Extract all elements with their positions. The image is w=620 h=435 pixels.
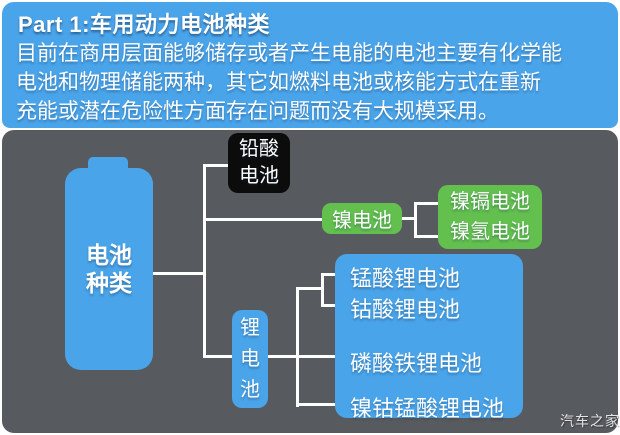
connector-nickel-out xyxy=(402,217,416,220)
connector-nickel-bracket xyxy=(414,202,417,238)
intro-paragraph-line: 电池和物理储能两种，其它如燃料电池或核能方式在重新 xyxy=(16,71,541,94)
node-lead-acid-label: 铅酸 xyxy=(239,138,279,160)
connector-to-nickel xyxy=(203,218,324,221)
node-ncm-label: 镍钴锰酸锂电池 xyxy=(350,396,505,421)
node-lco-label: 钴酸锂电池 xyxy=(350,297,461,322)
connector-to-nimh xyxy=(414,235,440,238)
connector-to-lmo xyxy=(321,273,337,276)
node-lithium-label-char: 电 xyxy=(240,347,260,370)
node-lithium: 锂 电 池 xyxy=(232,310,268,408)
connector-trunk-main xyxy=(203,164,206,358)
node-lead-acid: 铅酸 电池 xyxy=(228,133,290,193)
node-battery-types: 电池 种类 xyxy=(65,168,153,370)
connector-root-stem xyxy=(153,272,205,275)
node-lithium-label-char: 锂 xyxy=(240,316,260,339)
node-lead-acid-label: 电池 xyxy=(239,165,279,187)
node-lmo-label: 锰酸锂电池 xyxy=(350,266,461,291)
connector-trunk-lithium xyxy=(296,287,299,407)
connector-lithium-branch-bottom xyxy=(296,403,337,406)
connector-lithium-branch-top xyxy=(296,287,323,290)
node-lithium-children: 锰酸锂电池 钴酸锂电池 磷酸铁锂电池 镍钴锰酸锂电池 xyxy=(335,254,523,421)
intro-paragraph-line: 目前在商用层面能够储存或者产生电能的电池主要有化学能 xyxy=(16,42,562,65)
connector-lithium-bracket xyxy=(321,273,324,307)
node-nimh-label: 镍氢电池 xyxy=(450,221,530,243)
node-lithium-label-char: 池 xyxy=(240,378,260,401)
node-lfp-label: 磷酸铁锂电池 xyxy=(350,351,483,376)
intro-paragraph-line: 充能或潜在危险性方面存在问题而没有大规模采用。 xyxy=(16,100,499,123)
connector-to-nicd xyxy=(414,202,440,205)
intro-paragraph: 目前在商用层面能够储存或者产生电能的电池主要有化学能 电池和物理储能两种，其它如… xyxy=(16,39,612,126)
node-battery-types-label: 电池 xyxy=(86,242,132,268)
node-nickel-children: 镍镉电池 镍氢电池 xyxy=(438,185,542,249)
page-title: Part 1:车用动力电池种类 xyxy=(18,12,270,37)
connector-lithium-out xyxy=(266,355,337,358)
battery-terminal-shape xyxy=(88,157,128,171)
connector-to-lithium xyxy=(203,355,234,358)
node-nicd-label: 镍镉电池 xyxy=(450,191,530,213)
connector-to-lead-acid xyxy=(203,164,230,167)
node-battery-types-label: 种类 xyxy=(86,270,132,296)
connector-to-lco xyxy=(321,304,337,307)
header-panel: Part 1:车用动力电池种类 目前在商用层面能够储存或者产生电能的电池主要有化… xyxy=(2,2,618,128)
node-nickel-label: 镍电池 xyxy=(332,210,392,232)
autohome-watermark: 汽车之家 xyxy=(560,413,620,429)
node-nickel: 镍电池 xyxy=(322,203,402,234)
